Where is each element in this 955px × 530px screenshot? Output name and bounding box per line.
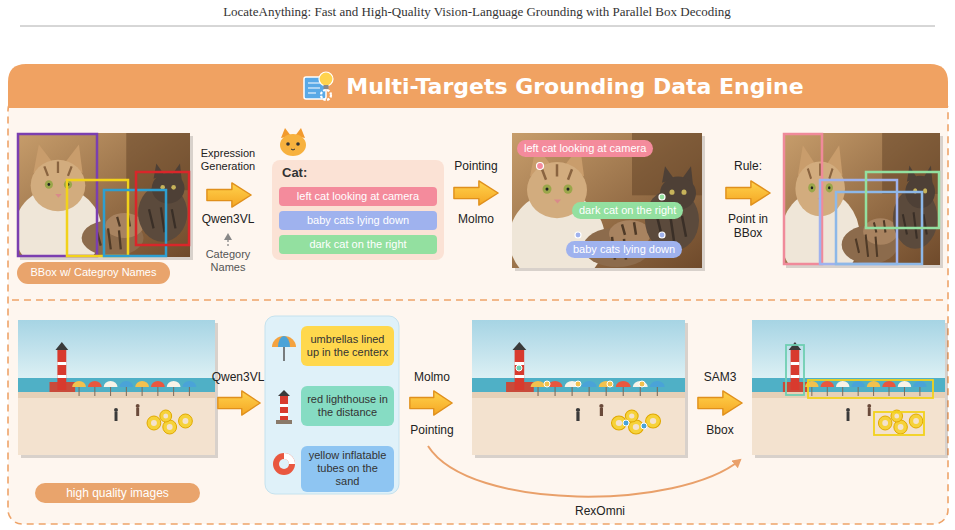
- diagram-title: Multi-Targets Grounding Data Engine: [346, 74, 803, 99]
- pill-text: left cat looking at camera: [524, 142, 646, 155]
- pill-text: left cat looking at camera: [279, 190, 437, 203]
- expression-row: red lighthouse in the distance: [301, 386, 394, 426]
- point-label: left cat looking at camera: [517, 140, 653, 157]
- input-note: Category Names: [196, 248, 260, 273]
- pill-text: BBox w/ Categroy Names: [17, 266, 170, 279]
- pill-text: baby cats lying down: [573, 243, 675, 256]
- rule-text: Point in BBox: [718, 213, 778, 241]
- expression-row: yellow inflatable tubes on the sand: [301, 446, 394, 492]
- model-name: Molmo: [402, 371, 462, 385]
- expression-pill: left cat looking at camera: [279, 187, 437, 206]
- caption-pill: high quality images: [35, 483, 200, 503]
- box-heading: Cat:: [282, 165, 307, 181]
- idea-icon: [302, 69, 336, 103]
- pill-text: umbrellas lined up in the centerx: [305, 333, 390, 359]
- model-name: Qwen3VL: [208, 371, 268, 385]
- model-name: Molmo: [440, 213, 512, 227]
- pill-text: baby cats lying down: [279, 214, 437, 227]
- model-name: Qwen3VL: [192, 213, 264, 227]
- step-label: Pointing: [402, 424, 462, 438]
- step-label: Expression Generation: [192, 147, 264, 172]
- title-banner: Multi-Targets Grounding Data Engine: [8, 64, 948, 108]
- step-label: Bbox: [690, 424, 750, 438]
- pill-text: dark cat on the right: [279, 238, 437, 251]
- step-label: Rule:: [718, 160, 778, 174]
- pill-text: dark cat on the right: [579, 204, 676, 217]
- expression-row: umbrellas lined up in the centerx: [301, 326, 394, 366]
- model-name: RexOmni: [565, 505, 635, 519]
- expression-pill: dark cat on the right: [279, 235, 437, 254]
- expression-pill: baby cats lying down: [279, 211, 437, 230]
- caption-pill: BBox w/ Categroy Names: [17, 262, 170, 284]
- pill-text: red lighthouse in the distance: [305, 393, 390, 419]
- point-label: dark cat on the right: [572, 202, 683, 219]
- point-label: baby cats lying down: [566, 241, 682, 258]
- expression-box: Cat: left cat looking at camera baby cats …: [272, 160, 444, 260]
- pill-text: high quality images: [35, 486, 200, 500]
- model-name: SAM3: [690, 371, 750, 385]
- pill-text: yellow inflatable tubes on the sand: [305, 449, 390, 489]
- step-label: Pointing: [440, 160, 512, 174]
- running-header: LocateAnything: Fast and High-Quality Vi…: [27, 5, 927, 20]
